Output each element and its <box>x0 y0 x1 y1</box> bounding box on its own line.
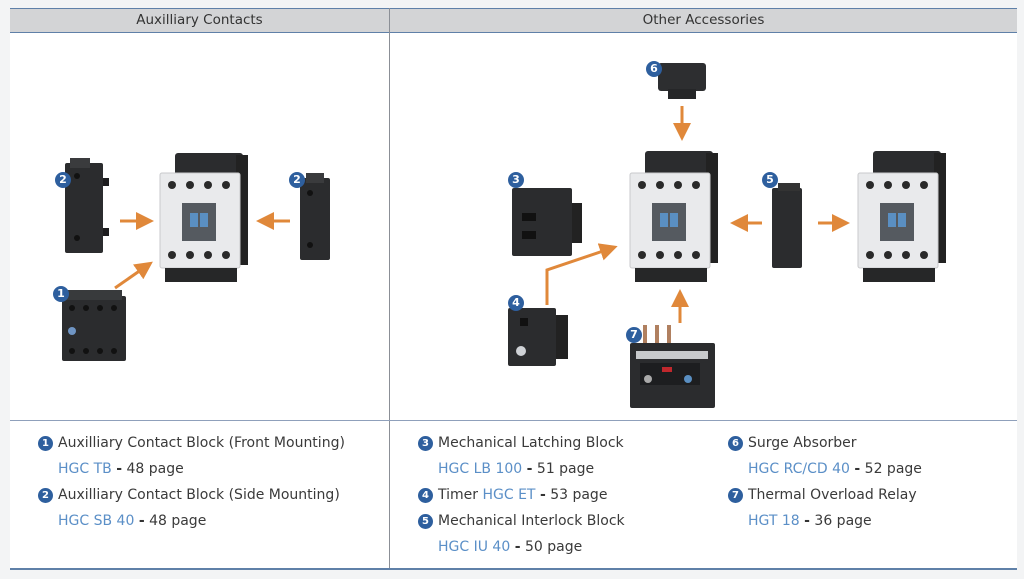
legend-item-6: 6 Surge Absorber <box>728 430 922 456</box>
mechanical-interlock-block-image <box>772 183 802 268</box>
product-code-link[interactable]: HGT 18 <box>748 513 800 529</box>
legend-item-6-ref: HGC RC/CD 40 - 52 page <box>728 456 922 482</box>
side-mount-aux-block-right-image <box>300 173 330 260</box>
contactor-second-image <box>857 151 946 282</box>
page-ref: 52 page <box>864 461 922 477</box>
product-code-link[interactable]: HGC SB 40 <box>58 513 135 529</box>
header-other-accessories: Other Accessories <box>642 12 765 28</box>
legend-item-2-ref: HGC SB 40 - 48 page <box>38 508 345 534</box>
page-ref: 50 page <box>524 539 583 555</box>
legend-item-7-ref: HGT 18 - 36 page <box>728 508 922 534</box>
legend-item-4: 4 Timer HGC ET - 53 page <box>418 482 625 508</box>
product-code-link[interactable]: HGC LB 100 <box>438 461 523 477</box>
surge-absorber-image <box>658 63 706 99</box>
badge-1: 1 <box>53 286 69 302</box>
auxiliary-diagram-svg <box>62 153 330 361</box>
separator: - <box>854 461 861 477</box>
badge-3-icon: 3 <box>418 436 433 451</box>
product-code-link[interactable]: HGC IU 40 <box>438 539 511 555</box>
contactor-image <box>159 153 248 282</box>
badge-1-icon: 1 <box>38 436 53 451</box>
product-code-link[interactable]: HGC RC/CD 40 <box>748 461 850 477</box>
legend-item-3-ref: HGC LB 100 - 51 page <box>418 456 625 482</box>
page-ref: 51 page <box>536 461 595 477</box>
mechanical-latching-block-image <box>512 188 582 256</box>
legend-accessories-b: 6 Surge Absorber HGC RC/CD 40 - 52 page 7… <box>728 430 922 534</box>
legend-item-3: 3 Mechanical Latching Block <box>418 430 625 456</box>
page-ref: 48 page <box>126 461 184 477</box>
badge-7: 7 <box>626 327 642 343</box>
legend-item-1: 1 Auxilliary Contact Block (Front Mountin… <box>38 430 345 456</box>
badge-2-icon: 2 <box>38 488 53 503</box>
legend-item-name: Mechanical Latching Block <box>438 435 624 451</box>
legend-item-5-ref: HGC IU 40 - 50 page <box>418 534 625 560</box>
front-mount-aux-block-image <box>62 290 126 361</box>
table-header: Auxilliary Contacts Other Accessories <box>10 8 1017 33</box>
side-mount-aux-block-left-image <box>65 158 109 253</box>
separator: - <box>514 539 521 555</box>
product-code-link[interactable]: HGC TB <box>58 461 112 477</box>
accessories-table: Auxilliary Contacts Other Accessories <box>10 8 1017 570</box>
auxiliary-contacts-diagram: 2 2 1 <box>10 33 389 420</box>
header-auxiliary-contacts: Auxilliary Contacts <box>136 12 263 28</box>
legend-auxiliary: 1 Auxilliary Contact Block (Front Mountin… <box>38 430 345 534</box>
column-divider <box>389 8 390 570</box>
legend-item-name: Timer <box>438 487 479 503</box>
legend-accessories-a: 3 Mechanical Latching Block HGC LB 100 - … <box>418 430 625 560</box>
separator: - <box>539 487 546 503</box>
legend-item-2: 2 Auxilliary Contact Block (Side Mounting… <box>38 482 345 508</box>
legend-item-name: Auxilliary Contact Block (Front Mounting… <box>58 435 345 451</box>
badge-6: 6 <box>646 61 662 77</box>
separator: - <box>526 461 533 477</box>
badge-7-icon: 7 <box>728 488 743 503</box>
arrow-front <box>114 261 153 290</box>
page-ref: 48 page <box>149 513 207 529</box>
badge-5: 5 <box>762 172 778 188</box>
product-code-link[interactable]: HGC ET <box>482 487 536 503</box>
legend-item-name: Auxilliary Contact Block (Side Mounting) <box>58 487 340 503</box>
badge-3: 3 <box>508 172 524 188</box>
badge-2-left: 2 <box>55 172 71 188</box>
badge-5-icon: 5 <box>418 514 433 529</box>
badge-4-icon: 4 <box>418 488 433 503</box>
legend-item-5: 5 Mechanical Interlock Block <box>418 508 625 534</box>
contactor-center-image <box>629 151 718 282</box>
legend-item-name: Thermal Overload Relay <box>748 487 917 503</box>
legend-item-7: 7 Thermal Overload Relay <box>728 482 922 508</box>
badge-6-icon: 6 <box>728 436 743 451</box>
arrow-latching-timer <box>545 243 618 291</box>
page-ref: 53 page <box>550 487 608 503</box>
timer-image <box>508 308 568 366</box>
separator: - <box>116 461 123 477</box>
badge-2-right: 2 <box>289 172 305 188</box>
legend-item-1-ref: HGC TB - 48 page <box>38 456 345 482</box>
thermal-overload-relay-image <box>630 325 715 408</box>
legend-item-name: Surge Absorber <box>748 435 857 451</box>
separator: - <box>804 513 810 529</box>
accessories-diagram-svg <box>508 63 946 408</box>
legend-item-name: Mechanical Interlock Block <box>438 513 625 529</box>
page-ref: 36 page <box>814 513 872 529</box>
badge-4: 4 <box>508 295 524 311</box>
bottom-rule <box>10 568 1017 570</box>
row-divider <box>10 420 1017 421</box>
separator: - <box>138 513 145 529</box>
other-accessories-diagram: 6 3 5 4 7 <box>390 33 1017 420</box>
